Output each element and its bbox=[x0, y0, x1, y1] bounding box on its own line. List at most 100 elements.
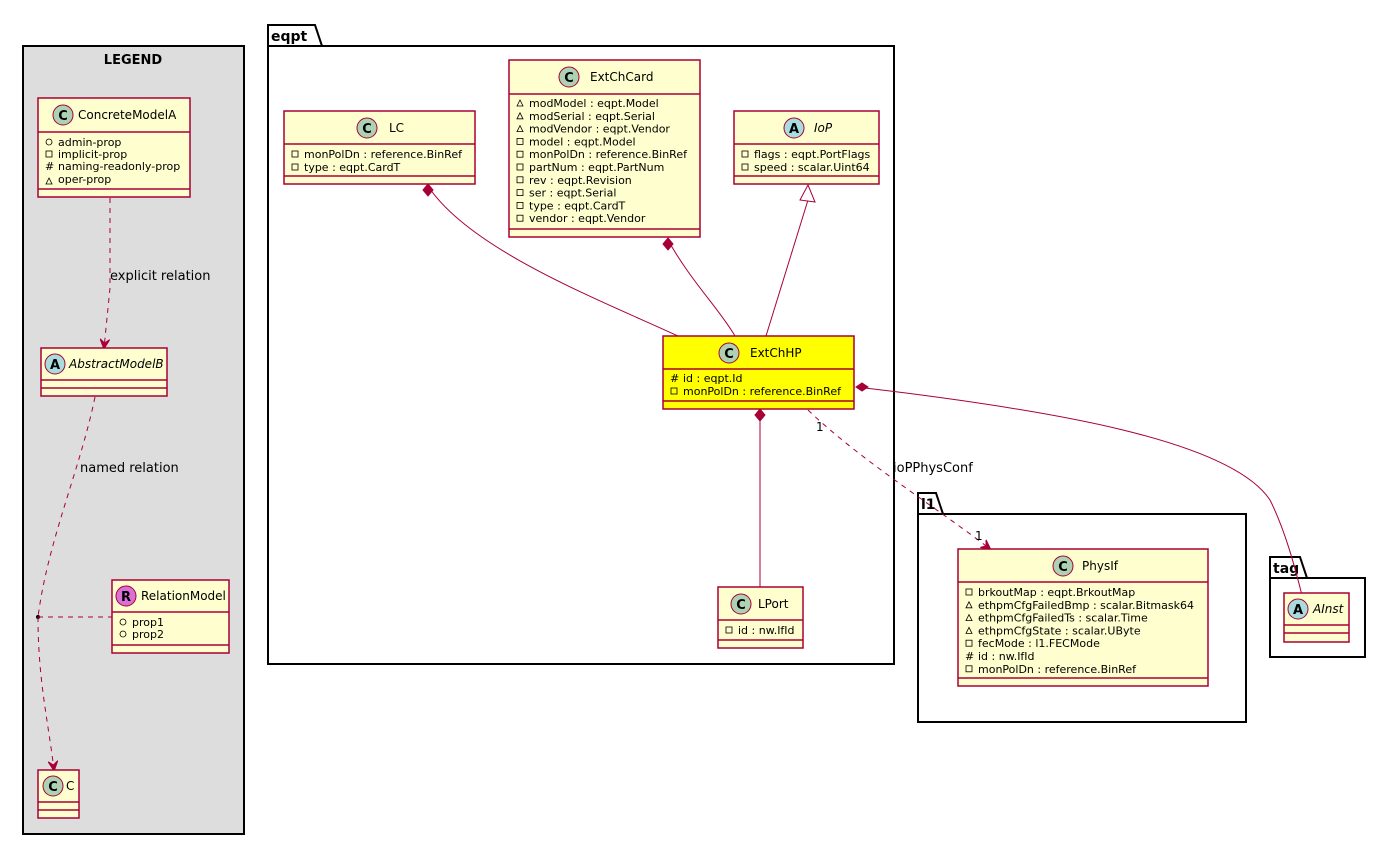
svg-text:A: A bbox=[50, 358, 60, 373]
class-stereotype-icon: C bbox=[558, 66, 580, 88]
visibility-private-icon bbox=[516, 163, 524, 171]
abstract-stereotype-icon: A bbox=[1287, 598, 1309, 620]
package-name: tag bbox=[1273, 561, 1299, 577]
class-attribute: type : eqpt.CardT bbox=[529, 199, 626, 212]
attr-prop1: prop1 bbox=[132, 616, 164, 629]
visibility-package-icon bbox=[516, 99, 524, 107]
lc-composition-edge bbox=[427, 185, 679, 337]
class-name: RelationModel bbox=[141, 589, 226, 603]
extchcard-composition-edge bbox=[667, 239, 736, 337]
package-name: l1 bbox=[921, 497, 936, 513]
class-name: ConcreteModelA bbox=[78, 108, 177, 122]
svg-text:C: C bbox=[736, 598, 746, 613]
class-name: LC bbox=[389, 121, 404, 135]
class-attribute: monPolDn : reference.BinRef bbox=[529, 148, 688, 161]
visibility-public-icon bbox=[119, 630, 127, 638]
svg-text:A: A bbox=[1293, 603, 1303, 618]
class-lc[interactable]: C LC monPolDn : reference.BinRef type : … bbox=[283, 110, 476, 185]
iop-generalization-edge bbox=[765, 199, 809, 337]
explicit-relation-label: explicit relation bbox=[110, 269, 210, 284]
class-stereotype-icon: C bbox=[730, 593, 752, 615]
visibility-package-icon bbox=[45, 177, 53, 185]
visibility-private-icon bbox=[516, 137, 524, 145]
class-stereotype-icon: C bbox=[718, 342, 740, 364]
class-attribute: monPolDn : reference.BinRef bbox=[978, 663, 1137, 676]
named-relation-label: named relation bbox=[80, 461, 179, 476]
attr-naming-readonly-prop: naming-readonly-prop bbox=[58, 160, 180, 173]
visibility-private-icon bbox=[965, 665, 973, 673]
physif-attribute-list: brkoutMap : eqpt.BrkoutMapethpmCfgFailed… bbox=[965, 586, 1194, 676]
composition-diamond-icon bbox=[754, 408, 766, 422]
generalization-arrow-icon bbox=[799, 183, 816, 203]
svg-text:C: C bbox=[724, 347, 734, 362]
class-attribute: ethpmCfgState : scalar.UByte bbox=[978, 624, 1141, 637]
class-name: AInst bbox=[1312, 602, 1345, 616]
class-name: LPort bbox=[758, 597, 789, 611]
class-attribute: model : eqpt.Model bbox=[529, 135, 636, 148]
visibility-private-icon bbox=[291, 163, 299, 171]
visibility-package-icon bbox=[516, 124, 524, 132]
legend-concrete-class[interactable]: C ConcreteModelA admin-prop implicit-pro… bbox=[37, 97, 191, 198]
class-attribute: fecMode : l1.FECMode bbox=[978, 637, 1100, 650]
svg-text:C: C bbox=[564, 71, 574, 86]
svg-text:R: R bbox=[121, 590, 131, 605]
attr-type: type : eqpt.CardT bbox=[304, 161, 401, 174]
iop-physconf-edge bbox=[807, 409, 990, 549]
visibility-private-icon bbox=[291, 150, 299, 158]
visibility-private-icon bbox=[516, 201, 524, 209]
class-stereotype-icon: C bbox=[42, 775, 64, 797]
relation-stereotype-icon: R bbox=[115, 585, 137, 607]
class-attribute: vendor : eqpt.Vendor bbox=[529, 212, 646, 225]
visibility-private-icon bbox=[741, 163, 749, 171]
visibility-package-icon bbox=[965, 600, 973, 609]
class-stereotype-icon: C bbox=[356, 117, 378, 139]
explicit-relation-edge bbox=[104, 198, 111, 348]
class-name: C bbox=[66, 779, 74, 793]
legend-abstract-class[interactable]: A AbstractModelB bbox=[40, 347, 168, 397]
class-extchcard[interactable]: C ExtChCard modModel : eqpt.ModelmodSeri… bbox=[508, 59, 701, 238]
multiplicity-target: 1 bbox=[975, 529, 983, 543]
legend-c-class[interactable]: C C bbox=[37, 769, 80, 819]
visibility-private-icon bbox=[516, 214, 524, 222]
class-physif[interactable]: C PhysIf brkoutMap : eqpt.BrkoutMapethpm… bbox=[957, 548, 1209, 687]
visibility-public-icon bbox=[45, 138, 53, 146]
svg-text:C: C bbox=[48, 780, 58, 795]
legend-title: LEGEND bbox=[104, 53, 163, 68]
attr-monpoldn: monPolDn : reference.BinRef bbox=[304, 148, 463, 161]
class-attribute: ethpmCfgFailedTs : scalar.Time bbox=[978, 612, 1148, 625]
class-attribute: brkoutMap : eqpt.BrkoutMap bbox=[978, 586, 1135, 599]
class-extchhp[interactable]: C ExtChHP # id : eqpt.Id monPolDn : refe… bbox=[662, 335, 855, 410]
attr-id: id : nw.IfId bbox=[738, 624, 795, 637]
class-attribute: modVendor : eqpt.Vendor bbox=[529, 123, 670, 136]
visibility-package-icon bbox=[516, 111, 524, 120]
visibility-package-icon bbox=[965, 626, 973, 634]
class-attribute: modModel : eqpt.Model bbox=[529, 97, 659, 110]
attr-monpoldn: monPolDn : reference.BinRef bbox=[683, 385, 842, 398]
svg-text:C: C bbox=[58, 109, 68, 124]
class-attribute: rev : eqpt.Revision bbox=[529, 174, 632, 187]
svg-text:A: A bbox=[789, 122, 799, 137]
class-attribute: modSerial : eqpt.Serial bbox=[529, 110, 655, 123]
visibility-private-icon bbox=[965, 588, 973, 596]
named-relation-target-edge bbox=[37, 616, 54, 770]
abstract-stereotype-icon: A bbox=[44, 353, 66, 375]
class-iop[interactable]: A IoP flags : eqpt.PortFlags speed : sca… bbox=[733, 110, 880, 185]
visibility-package-icon bbox=[965, 613, 973, 621]
visibility-protected-icon: # bbox=[670, 372, 679, 385]
composition-diamond-icon bbox=[855, 382, 869, 392]
class-name: AbstractModelB bbox=[68, 357, 164, 371]
class-name: PhysIf bbox=[1082, 559, 1119, 573]
class-stereotype-icon: C bbox=[52, 104, 74, 126]
attr-prop2: prop2 bbox=[132, 628, 164, 641]
class-ainst[interactable]: A AInst bbox=[1283, 592, 1350, 643]
attr-implicit-prop: implicit-prop bbox=[58, 148, 127, 161]
legend-relation-class[interactable]: R RelationModel prop1 prop2 bbox=[111, 579, 230, 654]
class-attribute: ethpmCfgFailedBmp : scalar.Bitmask64 bbox=[978, 599, 1194, 612]
composition-diamond-icon bbox=[422, 183, 434, 197]
visibility-private-icon bbox=[670, 387, 678, 395]
class-name: IoP bbox=[814, 121, 833, 135]
class-lport[interactable]: C LPort id : nw.IfId bbox=[717, 586, 804, 649]
class-stereotype-icon: C bbox=[1052, 555, 1074, 577]
